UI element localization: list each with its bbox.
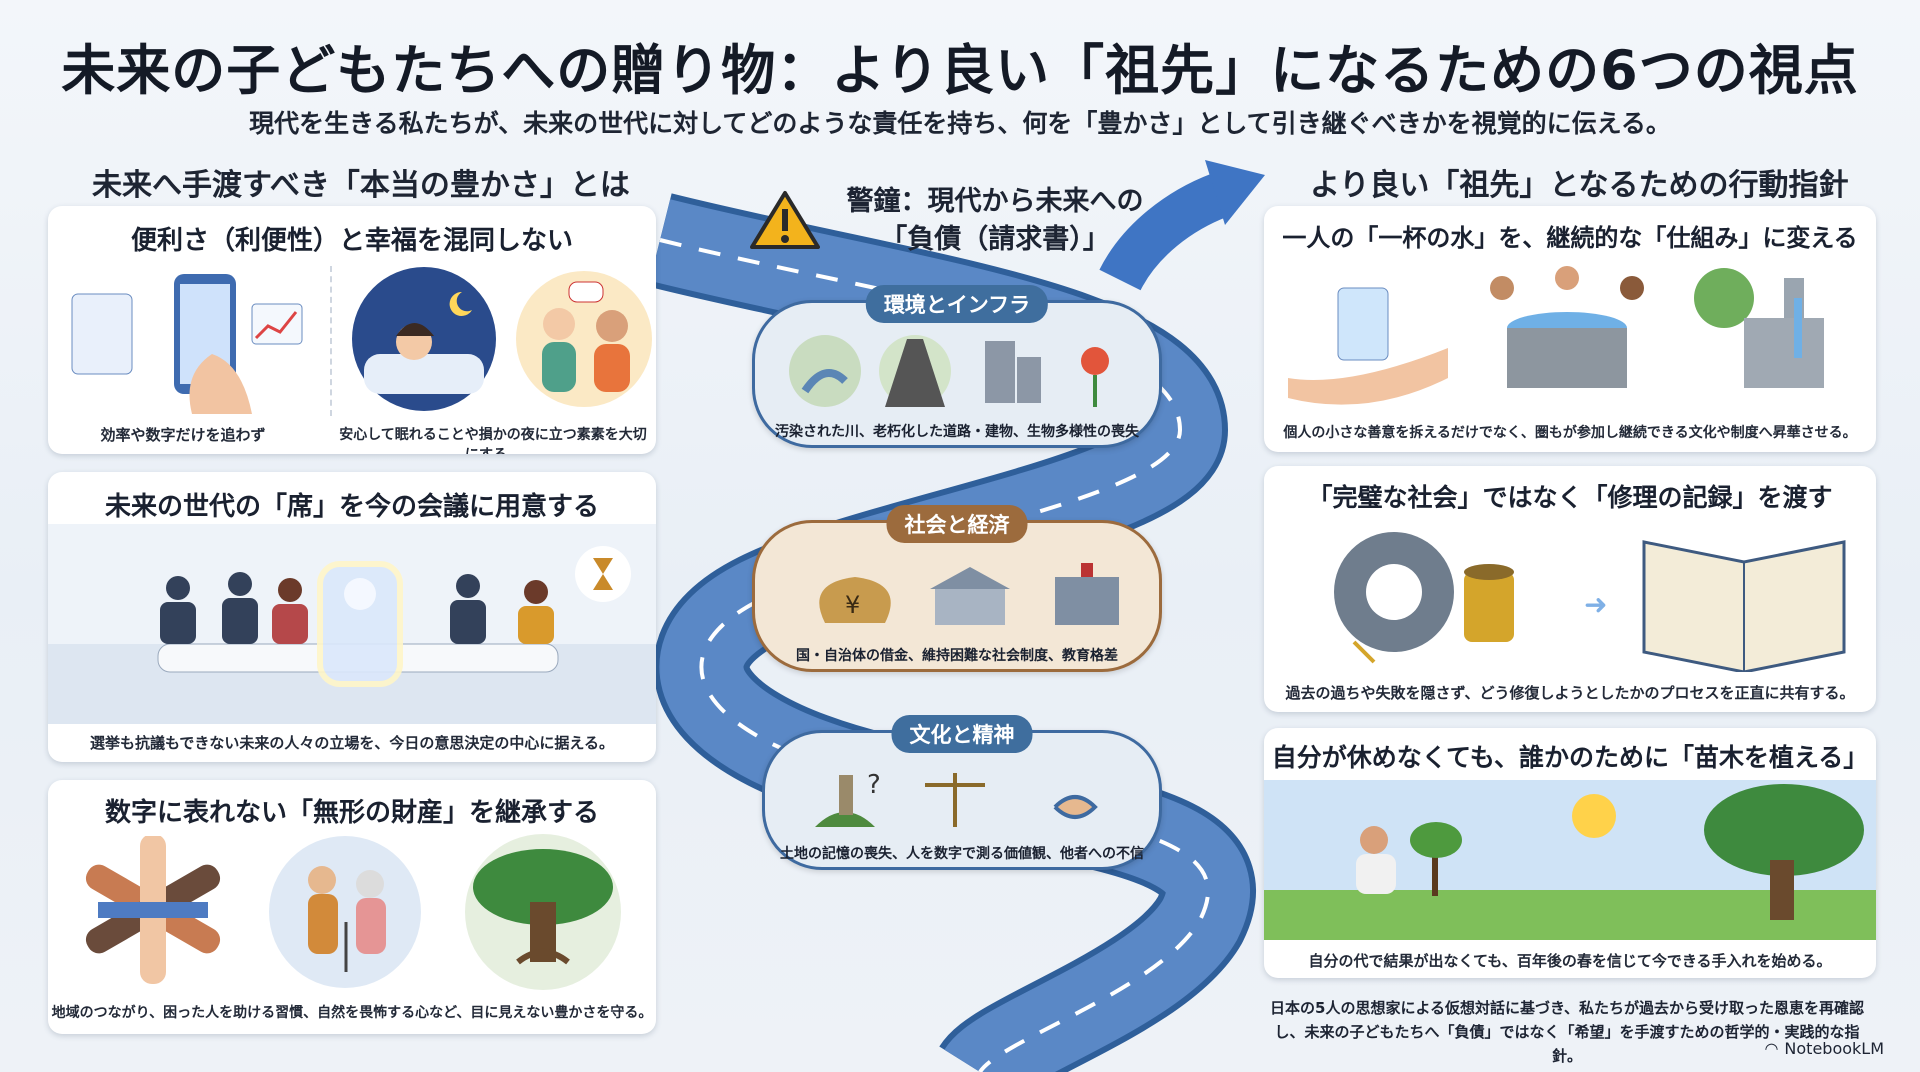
warning-icon bbox=[750, 191, 820, 249]
card-title: 一人の「一杯の水」を、継続的な「仕組み」に変える bbox=[1282, 224, 1858, 252]
divider bbox=[330, 266, 332, 416]
card-intangible-assets: 数字に表れない「無形の財産」を継承する 地域のつながり、困った人を助ける習慣、自… bbox=[48, 780, 656, 1034]
card-caption: 選挙も抗議もできない未来の人々の立場を、今日の意思決定の中心に据える。 bbox=[90, 734, 614, 752]
gear-thread-icon bbox=[1334, 532, 1514, 664]
brand-notebooklm: ◠ NotebookLM bbox=[1764, 1039, 1884, 1058]
debt-culture-spirit: 文化と精神 ? 土地の記憶の喪失、人を数字で測る価値観、他者への不信 bbox=[762, 715, 1162, 870]
smartphone-illustration bbox=[71, 274, 303, 414]
culture-icons: ? bbox=[815, 770, 1098, 827]
footer-note: 日本の5人の思想家による仮想対話に基づき、私たちが過去から受け取った恩恵を再確認… bbox=[1270, 999, 1864, 1065]
card-caption: 自分の代で結果が出なくても、百年後の春を信じて今できる手入れを始める。 bbox=[1308, 952, 1832, 970]
helping-elderly-icon bbox=[269, 836, 421, 988]
card-future-seat: 未来の世代の「席」を今の会議に用意する 選挙も抗議もできない未来の人々の立場を、… bbox=[48, 472, 656, 762]
card-title: 数字に表れない「無形の財産」を継承する bbox=[104, 798, 599, 828]
card-title: 未来の世代の「席」を今の会議に用意する bbox=[104, 492, 599, 522]
pill-tag: 文化と精神 bbox=[891, 715, 1033, 753]
card-title: 「完璧な社会」ではなく「修理の記録」を渡す bbox=[1307, 483, 1833, 512]
card-caption: 過去の過ちや失敗を隠さず、どう修復しようとしたかのプロセスを正直に共有する。 bbox=[1285, 684, 1855, 702]
left-heading: 未来へ手渡すべき「本当の豊かさ」とは bbox=[92, 168, 630, 203]
card-title: 便利さ（利便性）と幸福を混同しない bbox=[130, 226, 573, 256]
water-tap-icon bbox=[1694, 268, 1824, 388]
debt-society-economy: 社会と経済 ¥ 国・自治体の借金、維持困難な社会制度、教育格差 bbox=[752, 505, 1162, 672]
joined-hands-icon bbox=[85, 836, 221, 984]
big-tree-icon bbox=[465, 834, 621, 990]
pill-caption: 汚染された川、老朽化した道路・建物、生物多様性の喪失 bbox=[775, 424, 1139, 440]
community-well-icon bbox=[1490, 266, 1644, 388]
card-plant-sapling: 自分が休めなくても、誰かのために「苗木を植える」 自分の代で結果が出なくても、百… bbox=[1264, 728, 1876, 978]
water-glass-icon bbox=[1288, 287, 1448, 405]
card-caption: 地域のつながり、困った人を助ける習慣、自然を畏怖する心など、目に見えない豊かさを… bbox=[51, 1005, 653, 1021]
notebooklm-logo-icon: ◠ bbox=[1764, 1039, 1779, 1058]
page-title: 未来の子どもたちへの贈り物：より良い「祖先」になるための6つの視点 bbox=[61, 39, 1859, 102]
card-water-system: 一人の「一杯の水」を、継続的な「仕組み」に変える 個人の小さな善意を拆えるだけで… bbox=[1264, 206, 1876, 452]
card-caption: 個人の小さな善意を拆えるだけでなく、圏もが参加し継続できる文化や制度へ昇華させる… bbox=[1283, 425, 1857, 441]
brand-label: NotebookLM bbox=[1784, 1039, 1884, 1058]
economy-icons: ¥ bbox=[819, 563, 1119, 625]
debt-environment-infrastructure: 環境とインフラ 汚染された川、老朽化した道路・建物、生物多様性の喪失 bbox=[752, 285, 1162, 448]
environment-icons bbox=[789, 335, 1109, 407]
card-caption-left: 効率や数字だけを追わず bbox=[100, 426, 266, 444]
warning-text: 警鐘：現代から未来への「負債（請求書）」 bbox=[846, 186, 1144, 255]
card-caption-right: 安心して眠れることや損かの夜に立つ素素を大切にする。 bbox=[339, 427, 647, 454]
page-subtitle: 現代を生きる私たちが、未来の世代に対してどのような責任を持ち、何を「豊かさ」とし… bbox=[249, 109, 1671, 138]
repair-notebook-icon bbox=[1642, 540, 1846, 672]
planting-tree-illustration bbox=[1264, 780, 1876, 940]
card-convenience-happiness: 便利さ（利便性）と幸福を混同しない 効率や数字だけを追わず 安心して眠れることや… bbox=[48, 206, 656, 454]
conversation-people-icon bbox=[516, 271, 652, 407]
pill-caption: 国・自治体の借金、維持困難な社会制度、教育格差 bbox=[796, 648, 1118, 664]
pill-tag: 社会と経済 bbox=[886, 505, 1028, 543]
sleeping-person-icon bbox=[352, 267, 496, 411]
arrow-icon: ➜ bbox=[1584, 588, 1608, 621]
warning-banner: 警鐘：現代から未来への「負債（請求書）」 bbox=[750, 183, 1144, 263]
svg-text:¥: ¥ bbox=[845, 591, 860, 619]
card-repair-record: 「完璧な社会」ではなく「修理の記録」を渡す ➜ 過去の過ちや失敗を隠さず、どう修… bbox=[1264, 466, 1876, 712]
right-heading: より良い「祖先」となるための行動指針 bbox=[1310, 168, 1849, 203]
pill-caption: 土地の記憶の喪失、人を数字で測る価値観、他者への不信 bbox=[780, 846, 1144, 862]
meeting-room-illustration bbox=[48, 524, 656, 724]
pill-tag: 環境とインフラ bbox=[865, 285, 1049, 323]
svg-text:?: ? bbox=[867, 770, 881, 800]
card-title: 自分が休めなくても、誰かのために「苗木を植える」 bbox=[1271, 743, 1869, 772]
